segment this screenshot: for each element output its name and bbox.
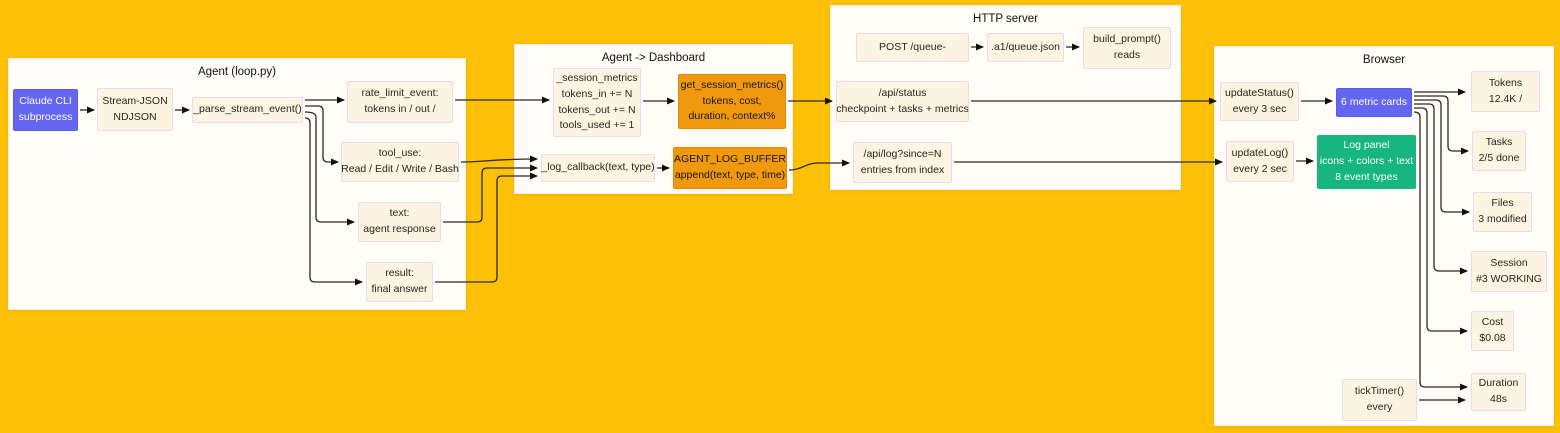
node-label: icons + colors + text bbox=[1319, 155, 1414, 168]
node-card-duration[interactable]: Duration 48s bbox=[1471, 373, 1526, 411]
node-label: tokens_in += N bbox=[561, 87, 633, 100]
node-label: tickTimer() bbox=[1354, 385, 1405, 398]
node-label: _log_callback(text, type) bbox=[541, 161, 655, 174]
node-label: rate_limit_event: bbox=[361, 87, 439, 100]
node-label: append(text, type, time) bbox=[674, 169, 786, 181]
node-label: 2/5 done bbox=[1478, 152, 1520, 164]
node-log-panel[interactable]: Log panel icons + colors + text 8 event … bbox=[1317, 135, 1416, 189]
node-label: Session bbox=[1490, 256, 1528, 269]
node-card-session[interactable]: Session #3 WORKING bbox=[1471, 251, 1547, 292]
node-label: /api/log?since=N bbox=[863, 147, 942, 160]
node-label: tokens in / out / bbox=[364, 103, 436, 115]
node-label: Tokens bbox=[1488, 76, 1523, 89]
node-label: tokens_out += N bbox=[558, 103, 636, 116]
node-update-log[interactable]: updateLog() every 2 sec bbox=[1226, 141, 1294, 182]
node-label: result: bbox=[385, 267, 414, 280]
node-label: POST /queue- bbox=[879, 40, 946, 53]
node-label: updateLog() bbox=[1231, 146, 1289, 159]
node-tick-timer[interactable]: tickTimer() every bbox=[1342, 379, 1417, 421]
node-build-prompt[interactable]: build_prompt() reads bbox=[1083, 27, 1171, 69]
node-tool-use[interactable]: tool_use: Read / Edit / Write / Bash bbox=[341, 142, 459, 182]
node-log-callback[interactable]: _log_callback(text, type) bbox=[541, 154, 655, 182]
node-card-tasks[interactable]: Tasks 2/5 done bbox=[1472, 131, 1526, 171]
node-label: reads bbox=[1113, 49, 1141, 61]
node-label: Stream-JSON bbox=[102, 94, 168, 107]
node-label: every 2 sec bbox=[1233, 162, 1287, 175]
node-label: 6 metric cards bbox=[1341, 95, 1407, 108]
panel-http-server-title: HTTP server bbox=[973, 13, 1038, 25]
node-label: Log panel bbox=[1343, 139, 1390, 152]
node-label: entries from index bbox=[860, 163, 945, 176]
node-post-queue[interactable]: POST /queue- bbox=[856, 33, 969, 62]
node-label: build_prompt() bbox=[1093, 33, 1161, 46]
node-label: tool_use: bbox=[378, 147, 422, 160]
node-label: subprocess bbox=[18, 111, 73, 123]
node-label: .a1/queue.json bbox=[991, 40, 1060, 53]
node-label: final answer bbox=[371, 283, 428, 295]
node-label: checkpoint + tasks + metrics bbox=[836, 102, 969, 115]
node-parse-stream-event[interactable]: _parse_stream_event() bbox=[192, 97, 303, 123]
node-label: /api/status bbox=[878, 86, 927, 99]
node-label: AGENT_LOG_BUFFER bbox=[673, 153, 787, 166]
node-result-event[interactable]: result: final answer bbox=[366, 262, 433, 302]
node-card-files[interactable]: Files 3 modified bbox=[1473, 192, 1532, 232]
node-label: Cost bbox=[1481, 316, 1504, 329]
node-update-status[interactable]: updateStatus() every 3 sec bbox=[1220, 82, 1299, 121]
node-label: tools_used += 1 bbox=[559, 119, 635, 132]
node-label: every 3 sec bbox=[1232, 102, 1287, 115]
node-api-log[interactable]: /api/log?since=N entries from index bbox=[853, 142, 952, 183]
node-label: Tasks bbox=[1485, 136, 1513, 149]
node-stream-json[interactable]: Stream-JSON NDJSON bbox=[97, 88, 173, 131]
node-session-metrics[interactable]: _session_metrics tokens_in += N tokens_o… bbox=[553, 68, 641, 137]
panel-browser-title: Browser bbox=[1362, 54, 1406, 66]
node-agent-log-buffer[interactable]: AGENT_LOG_BUFFER append(text, type, time… bbox=[673, 147, 787, 189]
node-label: $0.08 bbox=[1479, 332, 1506, 344]
node-label: 12.4K / bbox=[1488, 92, 1523, 105]
node-rate-limit-event[interactable]: rate_limit_event: tokens in / out / bbox=[347, 81, 453, 123]
node-label: tokens, cost, bbox=[702, 94, 762, 107]
node-label: Read / Edit / Write / Bash bbox=[341, 163, 459, 175]
node-metric-cards[interactable]: 6 metric cards bbox=[1336, 88, 1412, 117]
node-label: _session_metrics bbox=[556, 72, 638, 84]
panel-agent-dashboard-title: Agent -> Dashboard bbox=[601, 52, 706, 64]
node-card-tokens[interactable]: Tokens 12.4K / bbox=[1471, 71, 1540, 112]
node-api-status[interactable]: /api/status checkpoint + tasks + metrics bbox=[836, 81, 969, 122]
node-label: text: bbox=[389, 207, 410, 220]
node-label: every bbox=[1366, 401, 1393, 413]
node-label: 3 modified bbox=[1478, 213, 1527, 225]
node-label: Files bbox=[1491, 197, 1514, 210]
node-label: Duration bbox=[1478, 377, 1519, 390]
node-label: NDJSON bbox=[113, 110, 157, 123]
node-label: duration, context% bbox=[688, 110, 776, 123]
node-label: 8 event types bbox=[1335, 170, 1398, 183]
node-queue-json[interactable]: .a1/queue.json bbox=[987, 33, 1064, 62]
node-label: updateStatus() bbox=[1225, 86, 1294, 99]
node-claude-cli-subprocess[interactable]: Claude CLI subprocess bbox=[13, 89, 78, 131]
node-label: 48s bbox=[1490, 393, 1507, 405]
node-label: #3 WORKING bbox=[1476, 272, 1542, 285]
node-label: _parse_stream_event() bbox=[193, 103, 302, 116]
node-text-event[interactable]: text: agent response bbox=[358, 202, 441, 242]
node-label: Claude CLI bbox=[19, 95, 72, 108]
node-label: agent response bbox=[363, 223, 436, 235]
node-label: get_session_metrics() bbox=[680, 78, 784, 91]
node-card-cost[interactable]: Cost $0.08 bbox=[1471, 311, 1514, 351]
node-get-session-metrics[interactable]: get_session_metrics() tokens, cost, dura… bbox=[678, 74, 786, 129]
panel-agent-title: Agent (loop.py) bbox=[198, 66, 276, 78]
